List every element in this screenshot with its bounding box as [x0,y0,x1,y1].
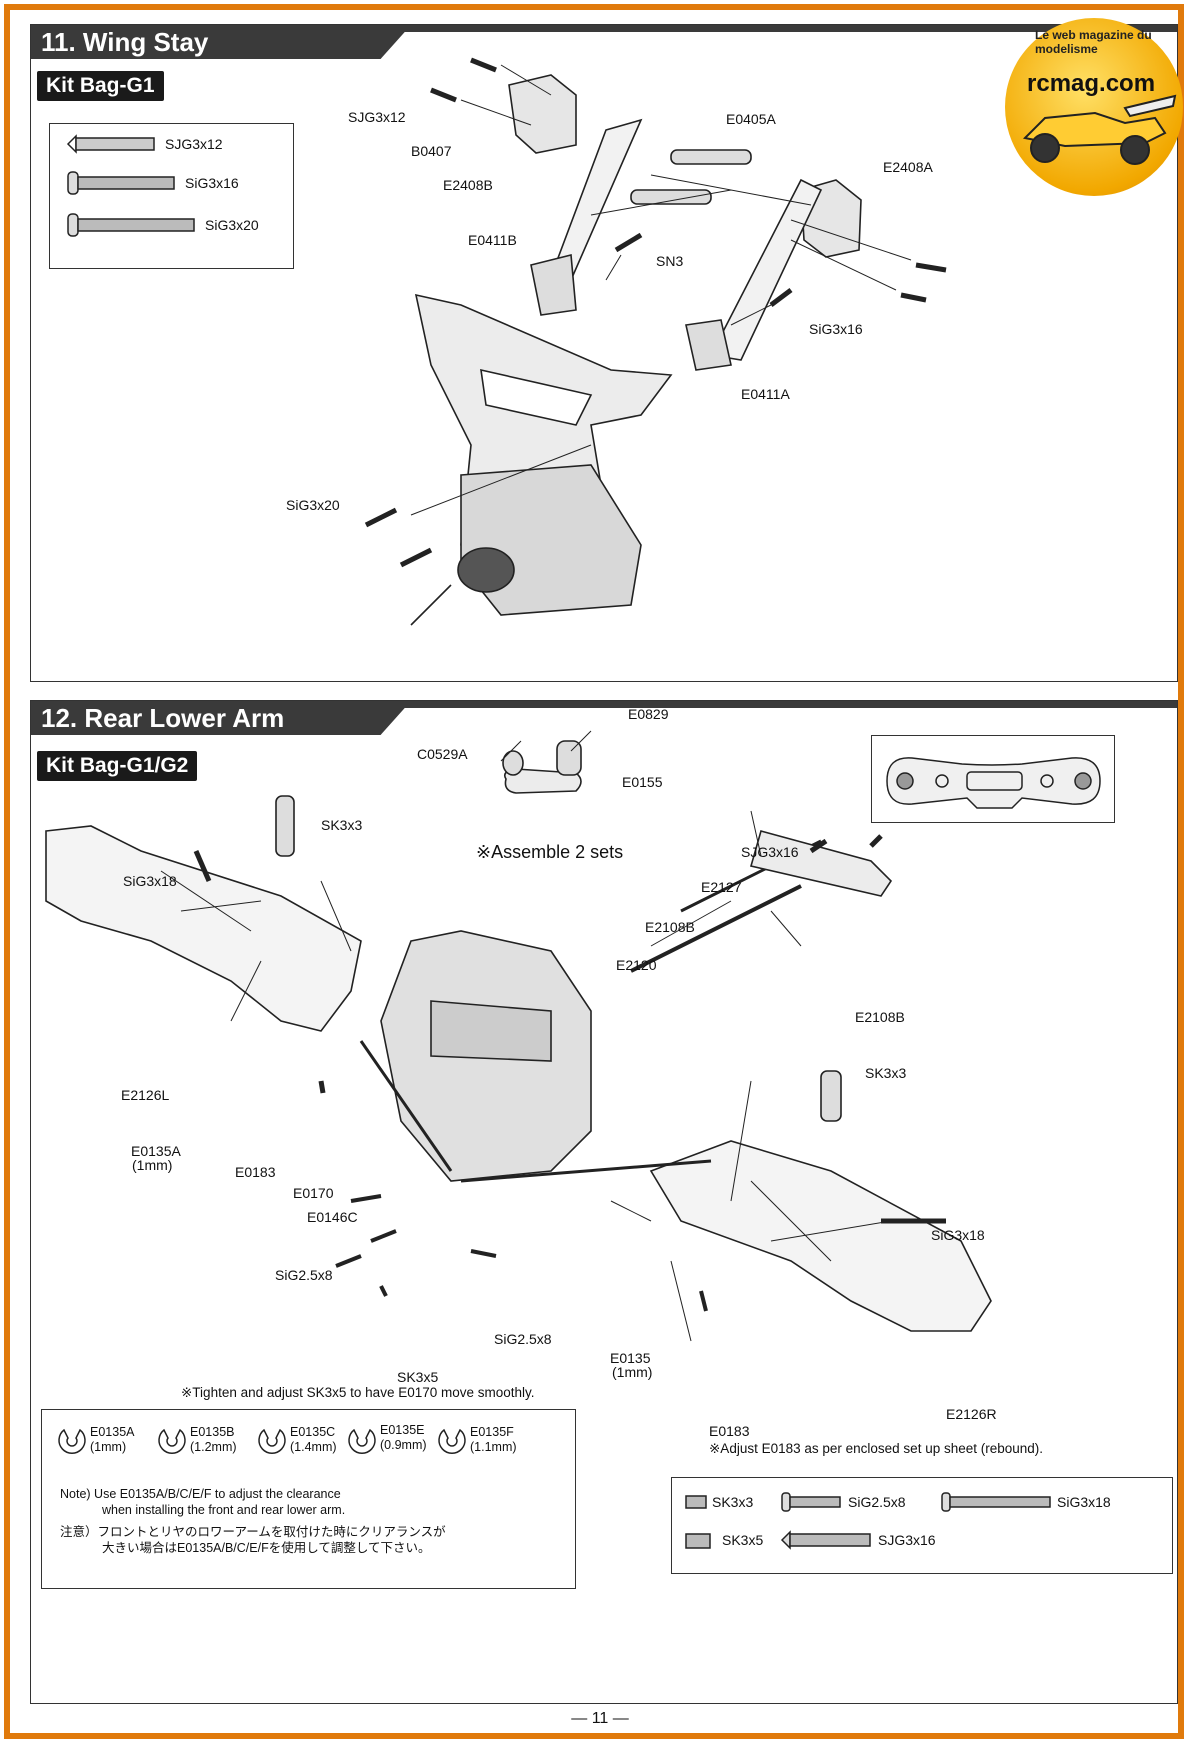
plate-inset [871,735,1115,823]
label-e0146c: E0146C [307,1209,358,1225]
label-e0135: E0135 [610,1350,651,1366]
shim-icons [58,1428,466,1454]
label-sig25x8-right: SiG2.5x8 [494,1331,552,1347]
title-bar [31,701,1177,708]
label-sig3x16: SiG3x16 [809,321,863,337]
label-e2108b-top: E2108B [645,919,695,935]
wing-stay-diagram [364,57,947,626]
label-sjg3x12: SJG3x12 [348,109,406,125]
shim-e-code: E0135E [380,1423,425,1437]
section-rear-lower-arm: 12. Rear Lower Arm Kit Bag-G1/G2 [30,700,1178,1704]
parts-legend: SJG3x12 SiG3x16 SiG3x20 [49,123,294,269]
label-sk3x3-right: SK3x3 [865,1065,907,1081]
kit-bag-label: Kit Bag-G1 [37,71,164,101]
label-e0183-right: E0183 [709,1423,750,1439]
label-e0135-sub: (1mm) [612,1364,653,1380]
page-number: — 11 — [571,1710,629,1727]
parts-legend: SK3x3 SiG2.5x8 SiG3x18 SK3x5 SJG3x16 [671,1477,1173,1574]
label-sk3x5: SK3x5 [397,1369,439,1385]
label-sig3x18-left: SiG3x18 [123,873,177,889]
label-e0135a: E0135A [131,1143,181,1159]
note-en-1: Note) Use E0135A/B/C/E/F to adjust the c… [60,1487,341,1501]
label-e0411a: E0411A [741,386,790,402]
label-e0170: E0170 [293,1185,334,1201]
title-bar [31,25,1177,32]
label-sig3x20: SiG3x20 [286,497,340,513]
label-e2108b-right: E2108B [855,1009,905,1025]
section-title: 12. Rear Lower Arm [31,701,411,735]
label-e2127: E2127 [701,879,742,895]
legend-sjg3x16: SJG3x16 [878,1532,936,1548]
label-sjg3x16: SJG3x16 [741,844,799,860]
kit-bag-label: Kit Bag-G1/G2 [37,751,198,781]
screw-icons [685,1492,1051,1550]
legend-sig3x16: SiG3x16 [185,175,239,191]
label-sig25x8-left: SiG2.5x8 [275,1267,333,1283]
shim-c-size: (1.4mm) [290,1440,337,1454]
rcmag-logo: Le web magazine du modelisme rcmag.com [1005,18,1183,196]
note-jp-2: 大きい場合はE0135A/B/C/E/Fを使用して調整して下さい。 [102,1541,431,1555]
adjust-note: ※Adjust E0183 as per enclosed set up she… [709,1441,1044,1456]
buggy-icon [1022,94,1177,165]
label-e2126r: E2126R [946,1406,997,1422]
label-e2120: E2120 [616,957,657,973]
note-en-2: when installing the front and rear lower… [102,1503,346,1517]
shim-f-code: E0135F [470,1425,514,1439]
tighten-note: ※Tighten and adjust SK3x5 to have E0170 … [181,1385,535,1400]
shim-a-code: E0135A [90,1425,135,1439]
legend-sk3x5: SK3x5 [722,1532,764,1548]
label-c0529a: C0529A [417,746,468,762]
label-e2126l: E2126L [121,1087,170,1103]
screw-icons [66,134,195,237]
label-e0405a: E0405A [726,111,776,127]
section-wing-stay: 11. Wing Stay Kit Bag-G1 SJG3x12 SiG3x16… [30,24,1178,682]
label-e2408a: E2408A [883,159,933,175]
label-e0135a-sub: (1mm) [132,1157,173,1173]
label-e0829: E0829 [628,706,669,722]
logo-tagline: Le web magazine du modelisme [1035,28,1152,56]
note-jp-1: 注意）フロントとリヤのロワーアームを取付けた時にクリアランスが [60,1525,446,1539]
shim-f-size: (1.1mm) [470,1440,517,1454]
legend-sig25x8: SiG2.5x8 [848,1494,906,1510]
label-sk3x3-top: SK3x3 [321,817,363,833]
label-b0407: B0407 [411,143,452,159]
logo-brand: rcmag.com [1027,70,1156,97]
shim-e-size: (0.9mm) [380,1438,427,1452]
plate-drawing [886,757,1101,809]
legend-sk3x3: SK3x3 [712,1494,754,1510]
assemble-note: ※Assemble 2 sets [476,842,624,862]
section-title: 11. Wing Stay [31,25,411,59]
rear-arm-diagram [45,730,992,1342]
legend-sig3x18: SiG3x18 [1057,1494,1111,1510]
shim-b-code: E0135B [190,1425,235,1439]
shim-legend: E0135A (1mm) E0135B (1.2mm) E0135C (1.4m… [41,1409,576,1589]
label-sig3x18-right: SiG3x18 [931,1227,985,1243]
label-e2408b: E2408B [443,177,493,193]
shim-c-code: E0135C [290,1425,336,1439]
legend-sjg3x12: SJG3x12 [165,136,223,152]
legend-sig3x20: SiG3x20 [205,217,259,233]
label-sn3: SN3 [656,253,684,269]
label-e0183-left: E0183 [235,1164,276,1180]
shim-b-size: (1.2mm) [190,1440,237,1454]
label-e0411b: E0411B [468,232,517,248]
shim-a-size: (1mm) [90,1440,127,1454]
label-e0155: E0155 [622,774,663,790]
